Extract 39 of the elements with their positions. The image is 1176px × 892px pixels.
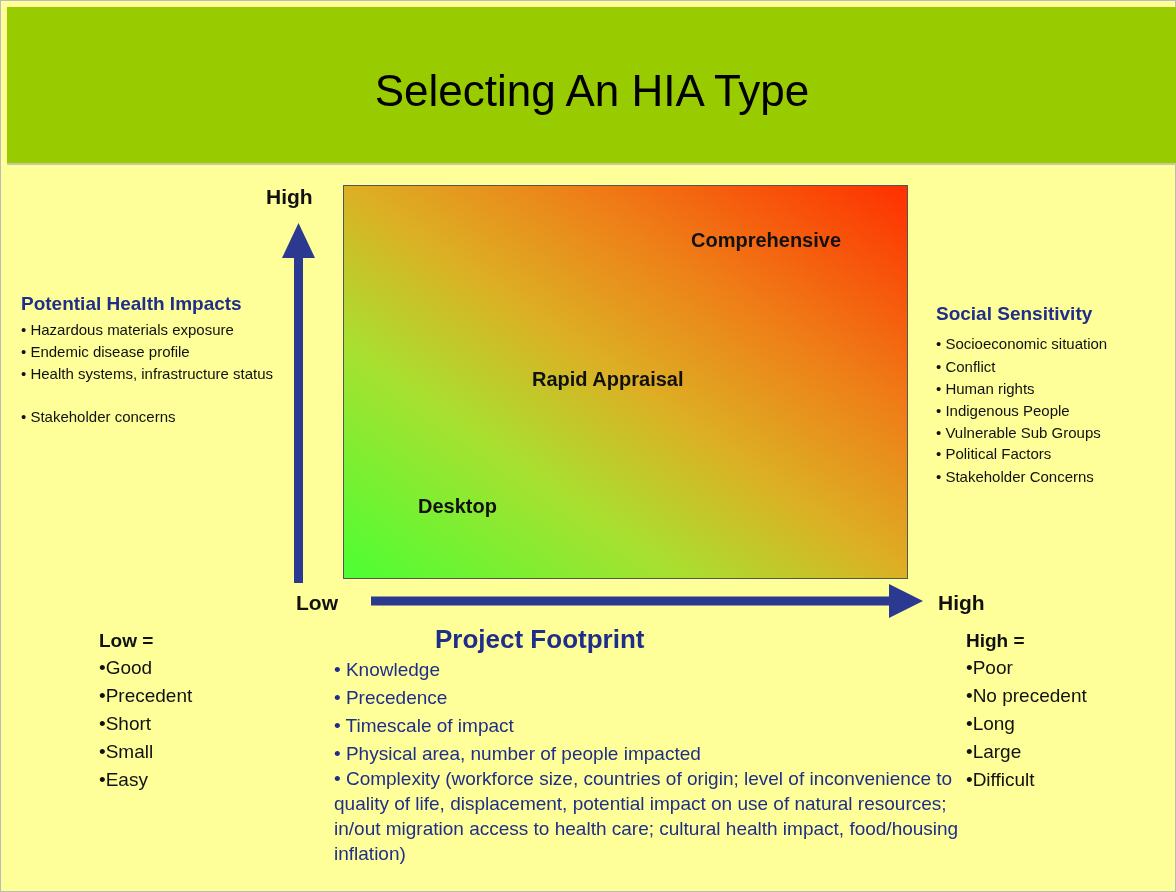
bullet-item: • Vulnerable Sub Groups <box>936 423 1101 443</box>
title: Selecting An HIA Type <box>373 65 811 117</box>
bullet-item: • Precedence <box>334 686 448 710</box>
list-item: •Easy <box>99 768 148 792</box>
bullet-item: • Knowledge <box>334 658 440 682</box>
bullet-item: • Human rights <box>936 379 1035 399</box>
heading: Social Sensitivity <box>936 302 1093 326</box>
legend-heading: Low = <box>99 629 154 653</box>
list-item: •Long <box>966 712 1015 736</box>
bullet-item: • Political Factors <box>936 444 1052 464</box>
bullet-item: • Hazardous materials exposure <box>21 320 234 340</box>
bullet-item: • Indigenous People <box>936 401 1070 421</box>
axis-label: Low <box>296 590 338 616</box>
bullet-item: • Physical area, number of people impacted <box>334 742 701 766</box>
bullet-item: • Endemic disease profile <box>21 342 190 362</box>
bullet-item: • Stakeholder concerns <box>21 407 176 427</box>
bullet-item: • Conflict <box>936 357 996 377</box>
legend-heading: High = <box>966 629 1025 653</box>
bullet-item: • Health systems, infrastructure status <box>21 364 274 384</box>
heading: Project Footprint <box>435 623 645 655</box>
list-item: •Short <box>99 712 152 736</box>
quadrant-label: Comprehensive <box>691 228 842 252</box>
bullet-item: • Socioeconomic situation <box>936 334 1108 354</box>
bullet-paragraph: • Complexity (workforce size, countries of origin; level of inconvenience to quality of life, displacement, potential impact on use of natural resources; in/out migration access to health care; cultural health impact, food/housing inflation) <box>334 767 960 866</box>
list-item: •Large <box>966 740 1022 764</box>
bullet-item: • Timescale of impact <box>334 714 514 738</box>
list-item: •No precedent <box>966 684 1087 708</box>
quadrant-label: Rapid Appraisal <box>532 367 684 391</box>
axis-label: High <box>266 184 313 210</box>
list-item: •Poor <box>966 656 1013 680</box>
gradient-matrix-box <box>343 185 908 579</box>
list-item: •Good <box>99 656 153 680</box>
list-item: •Precedent <box>99 684 193 708</box>
bullet-item: • Stakeholder Concerns <box>936 467 1094 487</box>
heading: Potential Health Impacts <box>21 292 242 316</box>
axis-label: High <box>938 590 985 616</box>
list-item: •Difficult <box>966 768 1035 792</box>
list-item: •Small <box>99 740 154 764</box>
quadrant-label: Desktop <box>418 494 497 518</box>
